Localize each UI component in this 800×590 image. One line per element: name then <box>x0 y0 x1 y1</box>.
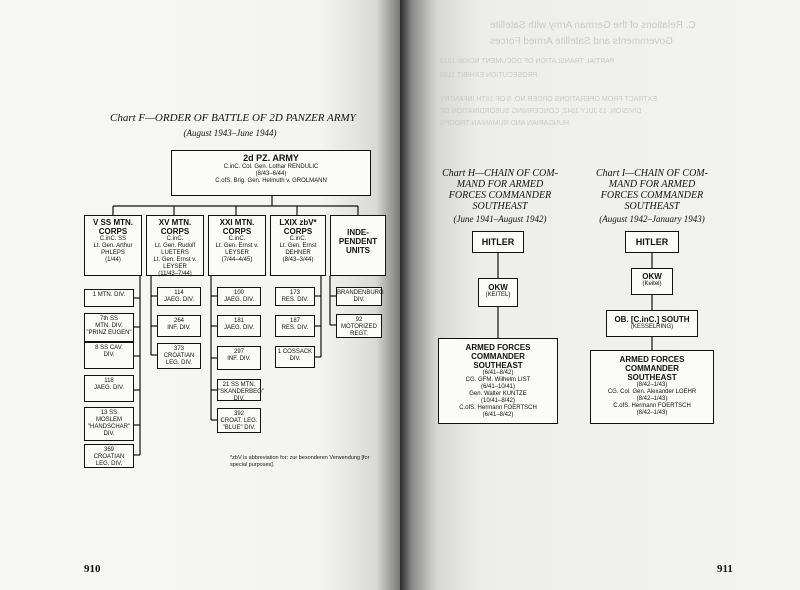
division-box: 1 MTN. DIV. <box>84 289 134 307</box>
ghost-line: HUNGARIAN AND RUMANIAN TROOPS <box>440 120 569 127</box>
right-page: C. Relations of the German Army with Sat… <box>400 0 800 590</box>
chart-h-hitler-box: HITLER <box>472 231 524 253</box>
chain-connectors <box>497 253 653 350</box>
chart-i-dates: (August 1942–January 1943) <box>599 214 705 224</box>
left-page: Chart F—ORDER OF BATTLE OF 2D PANZER ARM… <box>0 0 400 590</box>
ghost-line: C. Relations of the German Army with Sat… <box>490 20 696 31</box>
division-box: 8 SS CAV.DIV. <box>84 342 134 369</box>
ghost-line: Governments and Satellite Armed Forces <box>490 36 673 47</box>
chart-i-ob-south-box: OB. [C.inC.] SOUTH(KESSELRING) <box>606 310 698 337</box>
chart-f-title: Chart F—ORDER OF BATTLE OF 2D PANZER ARM… <box>110 112 356 124</box>
chart-f-dates: (August 1943–June 1944) <box>183 128 277 138</box>
chart-h-okw-box: OKW(KEITEL) <box>478 278 518 307</box>
corps-box-xxi: XXI MTN.CORPS C.inC.Lt. Gen. Ernst v.LEY… <box>208 215 266 276</box>
chart-i-okw-box: OKW(Keitel) <box>631 268 673 295</box>
page-number-left: 910 <box>84 563 101 575</box>
ghost-line: PROSECUTION EXHIBIT 1169 <box>440 72 538 79</box>
footnote: *zbV is abbreviation for: zur besonderen… <box>230 455 370 468</box>
chart-i-hitler-box: HITLER <box>625 231 679 253</box>
ghost-line: DIVISION, 13 JULY 1942, CONCERNING SUBOR… <box>440 108 642 115</box>
ghost-line: EXTRACT FROM OPERATIONS ORDER NO. 5 OF 1… <box>440 96 658 103</box>
army-box: 2d PZ. ARMY C.inC. Col. Gen. Lothar REND… <box>171 150 371 196</box>
chart-h-dates: (June 1941–August 1942) <box>453 214 547 224</box>
ghost-line: PARTIAL TRANSLATION OF DOCUMENT NOKW-101… <box>440 58 614 65</box>
division-box: 21 SS MTN."SKANDERBEG"DIV. <box>217 379 264 402</box>
page-number-right: 911 <box>717 563 733 575</box>
